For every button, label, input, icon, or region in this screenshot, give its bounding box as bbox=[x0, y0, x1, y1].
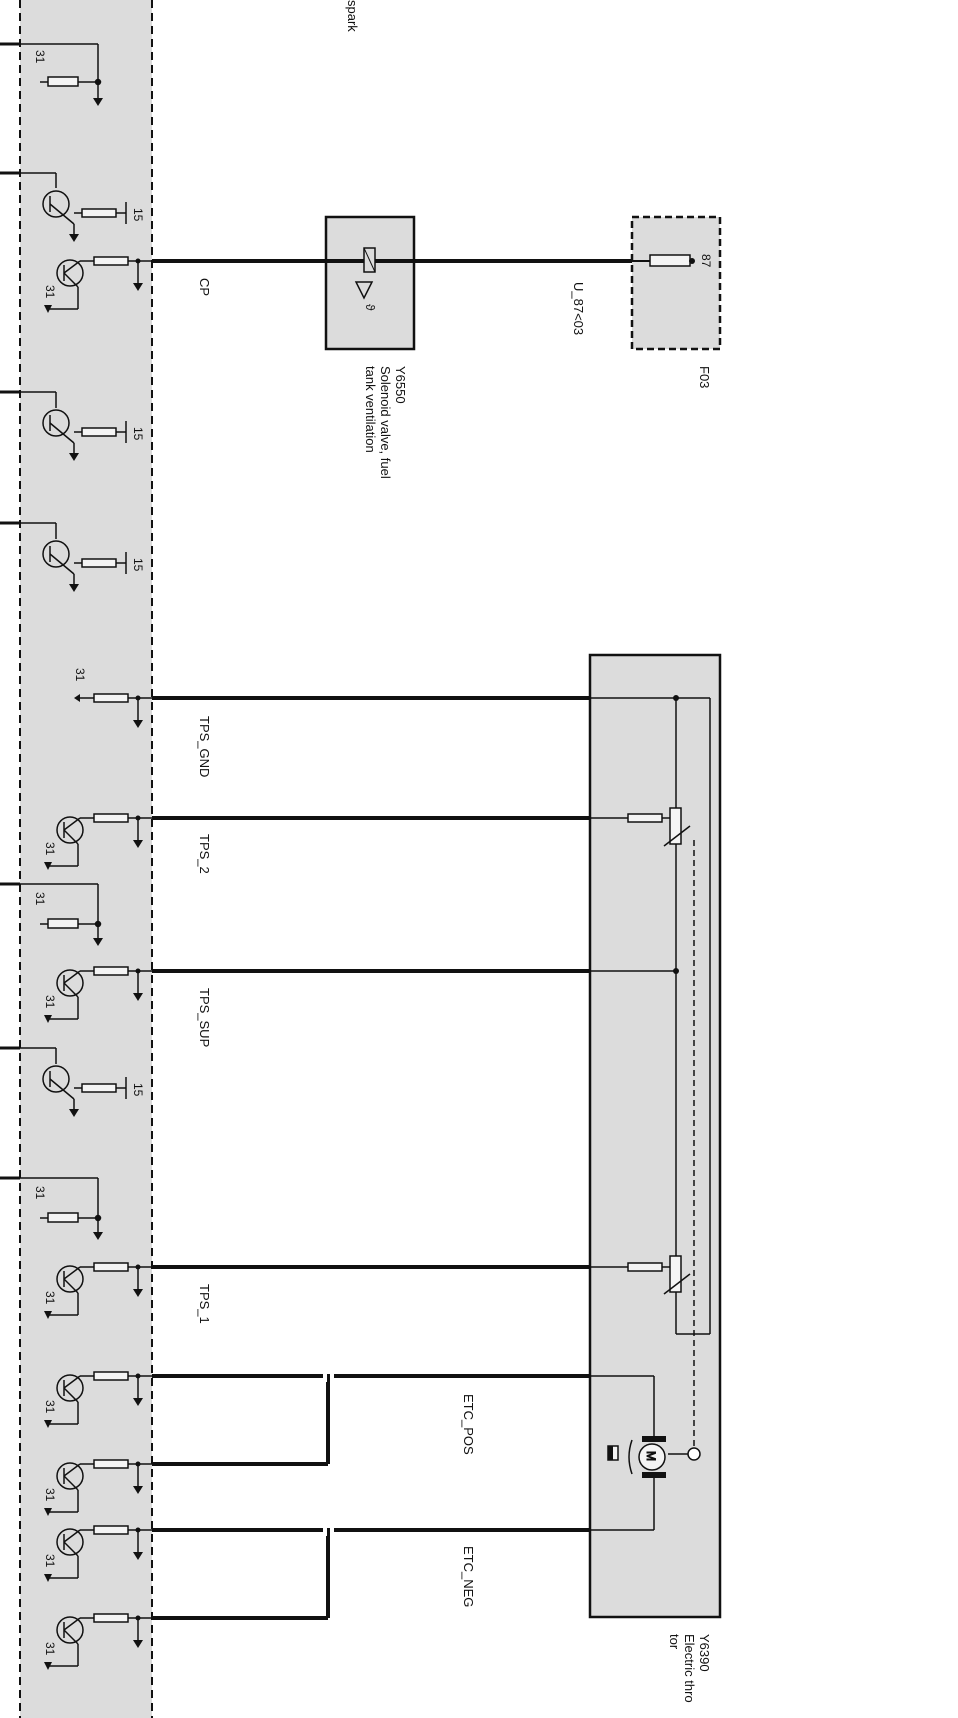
low-side-terminal-labels: 31 31 31 31 31 31 31 31 31 bbox=[43, 285, 87, 1656]
terminal-31-label: 31 bbox=[73, 668, 87, 682]
y6550-id: Y6550 bbox=[393, 366, 408, 404]
transistor-body bbox=[56, 969, 84, 997]
u87-label: U_87<03 bbox=[571, 282, 586, 335]
y6390-desc-line1: Electric thro bbox=[682, 1634, 697, 1703]
high-side-driver bbox=[20, 172, 127, 1117]
terminal-31-label: 31 bbox=[33, 1186, 47, 1200]
low-side-driver bbox=[44, 256, 152, 1670]
high-side-terminal-labels: 15 15 15 15 bbox=[131, 208, 145, 1097]
splice-points bbox=[323, 1370, 334, 1536]
valve-symbol-glyph: ϑ bbox=[363, 304, 377, 311]
pulldown-resistor-group bbox=[20, 43, 103, 1240]
transistor-body bbox=[56, 1374, 84, 1402]
y6390-id: Y6390 bbox=[697, 1634, 712, 1672]
transistor-body bbox=[56, 1265, 84, 1293]
terminal-31-label: 31 bbox=[33, 50, 47, 64]
transistor-body bbox=[56, 1528, 84, 1556]
etc-pos-label: ETC_POS bbox=[461, 1394, 476, 1455]
terminal-31-label: 31 bbox=[43, 1291, 57, 1305]
output-pins bbox=[133, 258, 143, 1648]
y6550-labels: Y6550 Solenoid valve, fuel tank ventilat… bbox=[363, 366, 408, 479]
terminal-31-label: 31 bbox=[43, 1400, 57, 1414]
terminal-31-label: 31 bbox=[33, 892, 47, 906]
solenoid-valve-y6550: ϑ bbox=[324, 215, 416, 351]
terminal-15-label: 15 bbox=[131, 1083, 145, 1097]
terminal-15-label: 15 bbox=[131, 427, 145, 441]
terminal-31-label: 31 bbox=[43, 995, 57, 1009]
terminal-31-label: 31 bbox=[43, 842, 57, 856]
tps-1-label: TPS_1 bbox=[197, 1284, 212, 1324]
wire-labels: spark CP U_87<03 TPS_GND TPS_2 TPS_SUP T… bbox=[197, 0, 586, 1607]
terminal-31-label: 31 bbox=[43, 285, 57, 299]
terminal-15-label: 15 bbox=[131, 208, 145, 222]
electric-throttle-y6390: M bbox=[588, 653, 722, 1619]
y6550-desc-line2: tank ventilation bbox=[363, 366, 378, 453]
tps-gnd-label: TPS_GND bbox=[197, 716, 212, 777]
tps-sup-label: TPS_SUP bbox=[197, 988, 212, 1047]
fuse-f03: 87 F03 bbox=[630, 215, 722, 388]
terminal-31-label: 31 bbox=[43, 1554, 57, 1568]
transistor-body bbox=[56, 816, 84, 844]
terminal-31-label: 31 bbox=[43, 1488, 57, 1502]
y6390-desc-line2: tor bbox=[667, 1634, 682, 1650]
cp-label: CP bbox=[197, 278, 212, 296]
motor-glyph: M bbox=[644, 1451, 658, 1461]
terminal-31-label: 31 bbox=[43, 1642, 57, 1656]
f03-id: F03 bbox=[697, 366, 712, 388]
spark-label: spark bbox=[345, 0, 360, 32]
transistor-body bbox=[56, 1616, 84, 1644]
wires bbox=[152, 259, 632, 1620]
fuse-terminal-87-label: 87 bbox=[699, 254, 713, 268]
control-module bbox=[19, 0, 153, 1718]
etc-neg-label: ETC_NEG bbox=[461, 1546, 476, 1607]
transistor-body bbox=[56, 1462, 84, 1490]
left-connection-stubs bbox=[0, 42, 20, 1180]
y6390-labels: Y6390 Electric thro tor bbox=[667, 1634, 712, 1703]
tps-2-label: TPS_2 bbox=[197, 834, 212, 874]
y6550-desc-line1: Solenoid valve, fuel bbox=[378, 366, 393, 479]
terminal-15-label: 15 bbox=[131, 558, 145, 572]
transistor-body bbox=[56, 259, 84, 287]
pulldown-terminal-labels: 31 31 31 bbox=[33, 50, 47, 1200]
